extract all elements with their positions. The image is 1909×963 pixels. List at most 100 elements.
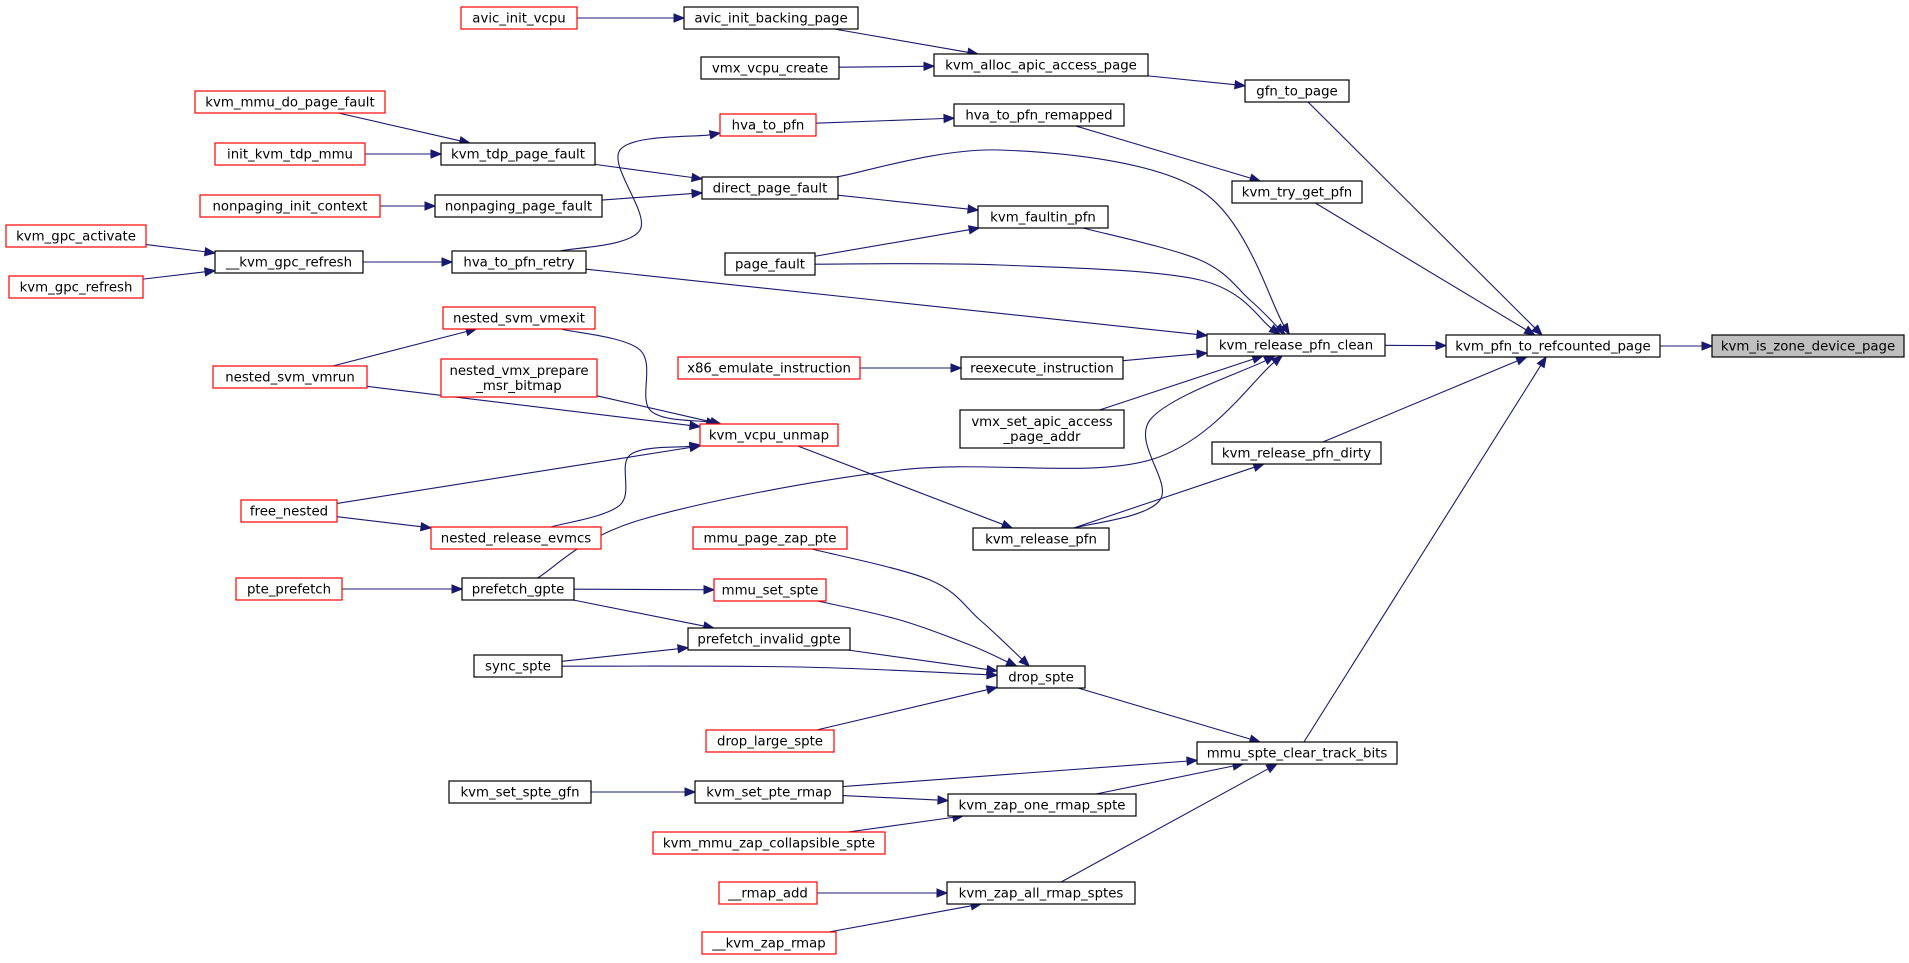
node-kvm_mmu_do_page_fault[interactable]: kvm_mmu_do_page_fault [194,90,386,114]
node-kvm_is_zone_device_page[interactable]: kvm_is_zone_device_page [1711,334,1905,358]
node-kvm_alloc_apic_access_page[interactable]: kvm_alloc_apic_access_page [933,53,1149,77]
node-mmu_spte_clear_track_bits[interactable]: mmu_spte_clear_track_bits [1196,741,1398,765]
edge-page_fault-to-kvm_release_pfn_clean [814,263,1281,335]
node-label: kvm_try_get_pfn [1242,186,1352,201]
node-kvm_release_pfn_clean[interactable]: kvm_release_pfn_clean [1206,333,1386,357]
node-box [718,881,818,905]
node-pte_prefetch[interactable]: pte_prefetch [235,577,343,601]
node-__rmap_add[interactable]: __rmap_add [718,881,818,905]
edge-line [560,134,711,252]
node-direct_page_fault[interactable]: direct_page_fault [701,176,839,200]
node-__kvm_gpc_refresh[interactable]: __kvm_gpc_refresh [214,250,364,274]
edge-line [366,385,691,426]
node-sync_spte[interactable]: sync_spte [473,654,563,678]
node-box [8,275,144,299]
edge-reexecute_instruction-to-kvm_release_pfn_clean [1122,349,1209,362]
node-reexecute_instruction[interactable]: reexecute_instruction [960,356,1124,380]
edge-direct_page_fault-to-kvm_faultin_pfn [837,194,980,214]
node-page_fault[interactable]: page_fault [724,252,816,276]
node-x86_emulate_instruction[interactable]: x86_emulate_instruction [677,356,861,380]
edge-prefetch_gpte-to-kvm_release_pfn_clean [537,355,1284,579]
node-kvm_zap_one_rmap_spte[interactable]: kvm_zap_one_rmap_spte [947,793,1137,817]
node-label: nonpaging_init_context [212,200,367,215]
node-box [194,90,386,114]
node-kvm_vcpu_unmap[interactable]: kvm_vcpu_unmap [699,423,839,447]
node-kvm_gpc_refresh[interactable]: kvm_gpc_refresh [8,275,144,299]
node-kvm_tdp_page_fault[interactable]: kvm_tdp_page_fault [440,142,596,166]
node-__kvm_zap_rmap[interactable]: __kvm_zap_rmap [701,931,837,955]
edge-prefetch_gpte-to-mmu_set_spte [573,584,716,595]
node-label: reexecute_instruction [970,362,1114,377]
node-gfn_to_page[interactable]: gfn_to_page [1244,79,1350,103]
edge-line [815,117,945,124]
node-drop_large_spte[interactable]: drop_large_spte [705,729,835,753]
node-hva_to_pfn_retry[interactable]: hva_to_pfn_retry [451,250,587,274]
node-nonpaging_init_context[interactable]: nonpaging_init_context [199,194,381,218]
node-nested_release_evmcs[interactable]: nested_release_evmcs [430,526,602,550]
node-kvm_pfn_to_refcounted_page[interactable]: kvm_pfn_to_refcounted_page [1445,334,1661,358]
node-label: kvm_faultin_pfn [990,211,1096,226]
node-box [705,729,835,753]
edge-line [1315,202,1527,331]
node-label: kvm_release_pfn_clean [1219,339,1373,354]
edge-drop_large_spte-to-drop_spte [816,685,999,731]
edge-line [142,271,206,280]
node-nonpaging_page_fault[interactable]: nonpaging_page_fault [434,194,603,218]
node-init_kvm_tdp_mmu[interactable]: init_kvm_tdp_mmu [214,142,366,166]
node-nested_svm_vmexit[interactable]: nested_svm_vmexit [442,306,596,330]
edge-line [596,395,712,423]
node-hva_to_pfn[interactable]: hva_to_pfn [719,113,817,137]
node-kvm_release_pfn[interactable]: kvm_release_pfn [972,527,1110,551]
edge-kvm_gpc_activate-to-__kvm_gpc_refresh [145,243,217,257]
node-vmx_vcpu_create[interactable]: vmx_vcpu_create [700,56,840,80]
node-label: kvm_mmu_do_page_fault [205,96,374,111]
edge-line [561,665,988,676]
node-box [699,423,839,447]
node-box [440,142,596,166]
node-mmu_set_spte[interactable]: mmu_set_spte [713,578,827,602]
edge-line [1060,768,1269,883]
edge-pte_prefetch-to-prefetch_gpte [342,584,464,594]
node-prefetch_invalid_gpte[interactable]: prefetch_invalid_gpte [687,627,851,651]
node-mmu_page_zap_pte[interactable]: mmu_page_zap_pte [692,526,848,550]
arrowhead-icon [673,13,686,23]
node-label: __kvm_zap_rmap [711,937,825,952]
node-box [677,356,861,380]
node-box [434,194,603,218]
edge-line [1322,360,1518,443]
node-avic_init_vcpu[interactable]: avic_init_vcpu [460,6,578,30]
node-label: free_nested [250,505,328,520]
node-vmx_set_apic_access_page_addr[interactable]: vmx_set_apic_access_page_addr [959,409,1125,449]
node-box [461,577,575,601]
node-kvm_set_spte_gfn[interactable]: kvm_set_spte_gfn [448,780,592,804]
node-kvm_set_pte_rmap[interactable]: kvm_set_pte_rmap [694,780,844,804]
edge-__rmap_add-to-kvm_zap_all_rmap_sptes [817,888,949,898]
node-kvm_mmu_zap_collapsible_spte[interactable]: kvm_mmu_zap_collapsible_spte [652,831,886,855]
node-label: vmx_vcpu_create [712,62,828,77]
node-avic_init_backing_page[interactable]: avic_init_backing_page [683,6,859,30]
node-prefetch_gpte[interactable]: prefetch_gpte [461,577,575,601]
arrowhead-icon [430,149,443,159]
node-free_nested[interactable]: free_nested [240,499,338,523]
node-box [440,358,598,398]
node-kvm_zap_all_rmap_sptes[interactable]: kvm_zap_all_rmap_sptes [946,881,1136,905]
edge-prefetch_invalid_gpte-to-drop_spte [847,649,999,675]
edge-line [601,193,693,201]
edge-line [1075,125,1251,179]
edge-gfn_to_page-to-kvm_pfn_to_refcounted_page [1307,101,1543,336]
node-kvm_faultin_pfn[interactable]: kvm_faultin_pfn [977,205,1109,229]
node-box [713,578,827,602]
node-box [683,6,859,30]
node-kvm_gpc_activate[interactable]: kvm_gpc_activate [5,224,147,248]
node-kvm_release_pfn_dirty[interactable]: kvm_release_pfn_dirty [1211,441,1382,465]
node-drop_spte[interactable]: drop_spte [996,665,1086,689]
edge-kvm_try_get_pfn-to-kvm_pfn_to_refcounted_page [1315,202,1536,336]
arrowhead-icon [1701,341,1714,351]
node-nested_svm_vmrun[interactable]: nested_svm_vmrun [212,365,368,389]
node-label: kvm_vcpu_unmap [709,429,829,444]
node-nested_vmx_prepare_msr_bitmap[interactable]: nested_vmx_prepare_msr_bitmap [440,358,598,398]
edge-line [1303,365,1542,743]
node-hva_to_pfn_remapped[interactable]: hva_to_pfn_remapped [953,103,1125,127]
node-kvm_try_get_pfn[interactable]: kvm_try_get_pfn [1231,180,1363,204]
edge-sync_spte-to-prefetch_invalid_gpte [561,644,690,662]
